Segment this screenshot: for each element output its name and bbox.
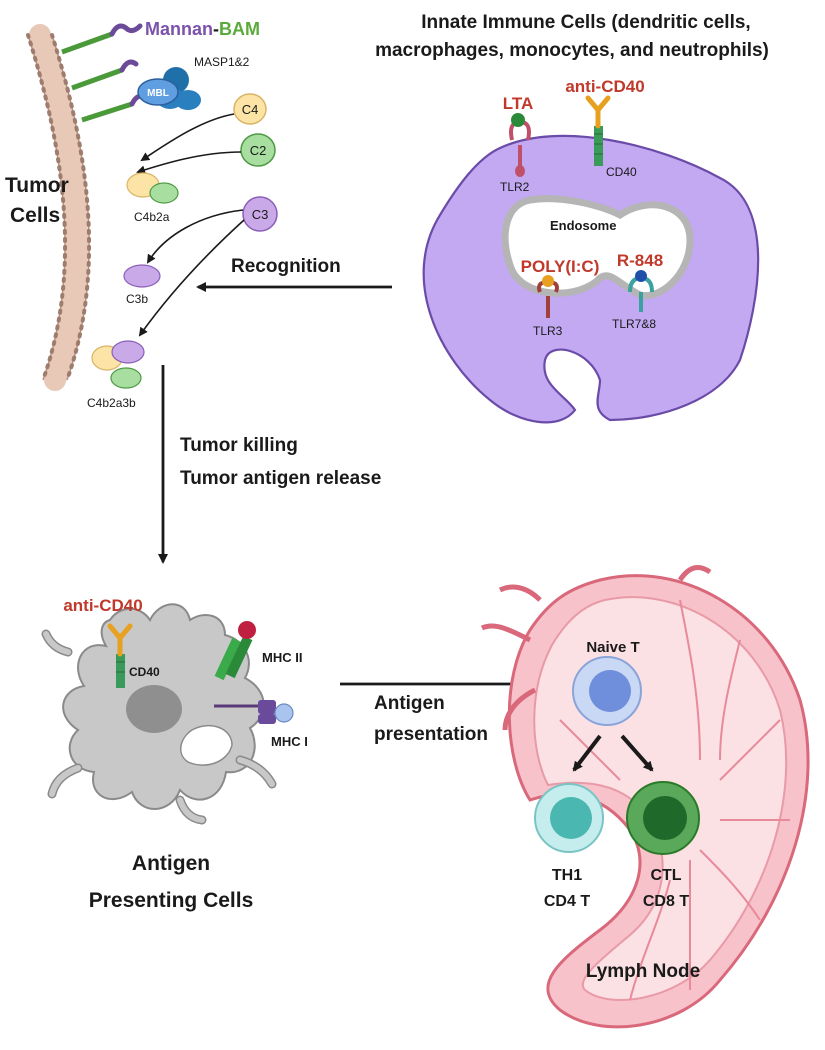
mhc2-peptide-icon bbox=[238, 621, 256, 639]
c4b2a3b-label: C4b2a3b bbox=[87, 396, 136, 410]
c2-label: C2 bbox=[250, 143, 267, 158]
tlr3-label: TLR3 bbox=[533, 324, 563, 338]
c3b-label: C3b bbox=[126, 292, 148, 306]
c4b2a3b-complex: C4b2a3b bbox=[87, 340, 145, 410]
naive-t-nucleus bbox=[589, 670, 631, 712]
th1-nucleus bbox=[550, 797, 592, 839]
tlr78-receptor bbox=[628, 270, 654, 312]
endosome-membrane bbox=[501, 195, 694, 300]
ctl-nucleus bbox=[643, 796, 687, 840]
apc-nucleus bbox=[126, 685, 182, 733]
mannan-bam-anchor-2 bbox=[71, 59, 139, 91]
c4-icon bbox=[233, 93, 267, 125]
tlr78-label: TLR7&8 bbox=[612, 317, 656, 331]
mannan-bam-anchor-3 bbox=[81, 93, 149, 123]
ctl-label-line-2: CD8 T bbox=[643, 893, 689, 910]
ctl-cell: CTL CD8 T bbox=[626, 781, 700, 910]
lta-label: LTA bbox=[503, 94, 534, 113]
recognition-label: Recognition bbox=[231, 256, 341, 277]
mbl-masp-complex: MBL MASP1&2 bbox=[137, 55, 250, 110]
c4b2a-complex: C4b2a bbox=[126, 172, 179, 224]
arrow-c2-to-membrane bbox=[136, 151, 242, 175]
th1-cell: TH1 CD4 T bbox=[534, 783, 604, 910]
innate-immune-cell: Endosome LTA TLR2 anti-CD40 CD40 POLY(I:… bbox=[422, 77, 760, 424]
c4b2a-label: C4b2a bbox=[134, 210, 170, 224]
anti-cd40-antibody-icon bbox=[585, 95, 611, 129]
polyic-label: POLY(I:C) bbox=[521, 257, 600, 276]
apc-cd40-receptor bbox=[107, 623, 133, 688]
endosome-label: Endosome bbox=[550, 218, 616, 233]
mbl-label: MBL bbox=[147, 88, 169, 99]
antigen-presentation-label-1: Antigen bbox=[374, 693, 445, 714]
header-title: Innate Immune Cells (dendritic cells, ma… bbox=[375, 12, 769, 61]
c3-label: C3 bbox=[252, 207, 269, 222]
tumor-label-line-1: Tumor bbox=[5, 174, 69, 197]
mhc1-complex bbox=[214, 700, 294, 724]
antigen-presentation-flow: Antigen presentation bbox=[340, 679, 560, 745]
c2-icon bbox=[240, 133, 276, 167]
tlr2-receptor bbox=[509, 113, 531, 177]
tumor-cells-label: Tumor Cells bbox=[5, 174, 69, 227]
naive-t-label: Naive T bbox=[586, 639, 639, 656]
tlr2-label: TLR2 bbox=[500, 180, 530, 194]
r848-label: R-848 bbox=[617, 251, 663, 270]
anti-cd40-label: anti-CD40 bbox=[565, 77, 644, 96]
th1-label-line-1: TH1 bbox=[552, 867, 582, 884]
mbl-icon bbox=[137, 78, 179, 106]
mhc2-label: MHC II bbox=[262, 650, 302, 665]
naive-to-ctl-arrow bbox=[620, 734, 654, 772]
lta-ligand-icon bbox=[511, 113, 525, 127]
naive-to-th1-arrow bbox=[572, 734, 602, 772]
tumor-killing-label-1: Tumor killing bbox=[180, 435, 298, 456]
mhc2-complex bbox=[214, 621, 256, 681]
apc-label-line-1: Antigen bbox=[132, 852, 210, 875]
tumor-label-line-2: Cells bbox=[10, 204, 60, 227]
c3-icon bbox=[242, 196, 278, 232]
r848-ligand-icon bbox=[635, 270, 647, 282]
arrow-c4-to-membrane bbox=[140, 113, 235, 162]
antigen-presentation-label-2: presentation bbox=[374, 724, 488, 745]
antigen-presenting-cell: anti-CD40 CD40 MHC II MHC I bbox=[41, 596, 308, 825]
apc-label: Antigen Presenting Cells bbox=[89, 852, 254, 912]
naive-t-cell: Naive T bbox=[572, 639, 642, 726]
bam-label: BAM bbox=[219, 19, 260, 39]
ctl-label-line-1: CTL bbox=[650, 867, 681, 884]
tumor-membrane bbox=[26, 24, 92, 391]
tumor-killing-flow: Tumor killing Tumor antigen release bbox=[158, 365, 381, 564]
apc-cd40-label: CD40 bbox=[129, 665, 160, 679]
c3b-complex: C3b bbox=[123, 264, 161, 306]
header-line-2: macrophages, monocytes, and neutrophils) bbox=[375, 40, 769, 61]
apc-anti-cd40-label: anti-CD40 bbox=[63, 596, 142, 615]
apc-vacuole bbox=[180, 724, 233, 766]
masp-label: MASP1&2 bbox=[194, 55, 250, 69]
c4-label: C4 bbox=[242, 102, 259, 117]
mannan-dash: - bbox=[213, 19, 219, 39]
mannan-bam-anchor-1 bbox=[61, 23, 143, 55]
cd40-label: CD40 bbox=[606, 165, 637, 179]
apc-anti-cd40-antibody-icon bbox=[107, 623, 133, 657]
cd40-receptor bbox=[585, 95, 611, 166]
arrow-c3-to-c3b bbox=[146, 209, 244, 264]
th1-label-line-2: CD4 T bbox=[544, 893, 590, 910]
mhc1-peptide-icon bbox=[274, 703, 294, 723]
header-line-1: Innate Immune Cells (dendritic cells, bbox=[421, 12, 750, 33]
apc-label-line-2: Presenting Cells bbox=[89, 889, 254, 912]
tlr3-receptor bbox=[537, 275, 559, 318]
polyic-ligand-icon bbox=[542, 275, 554, 287]
mhc1-label: MHC I bbox=[271, 734, 308, 749]
lymph-node-label: Lymph Node bbox=[586, 961, 700, 982]
mannan-bam-label: Mannan-BAM bbox=[145, 19, 260, 39]
tumor-killing-label-2: Tumor antigen release bbox=[180, 468, 381, 489]
mannan-label: Mannan bbox=[145, 19, 213, 39]
arrow-c3-to-c4b2a3b bbox=[138, 219, 245, 337]
recognition-flow: Recognition bbox=[196, 256, 392, 292]
